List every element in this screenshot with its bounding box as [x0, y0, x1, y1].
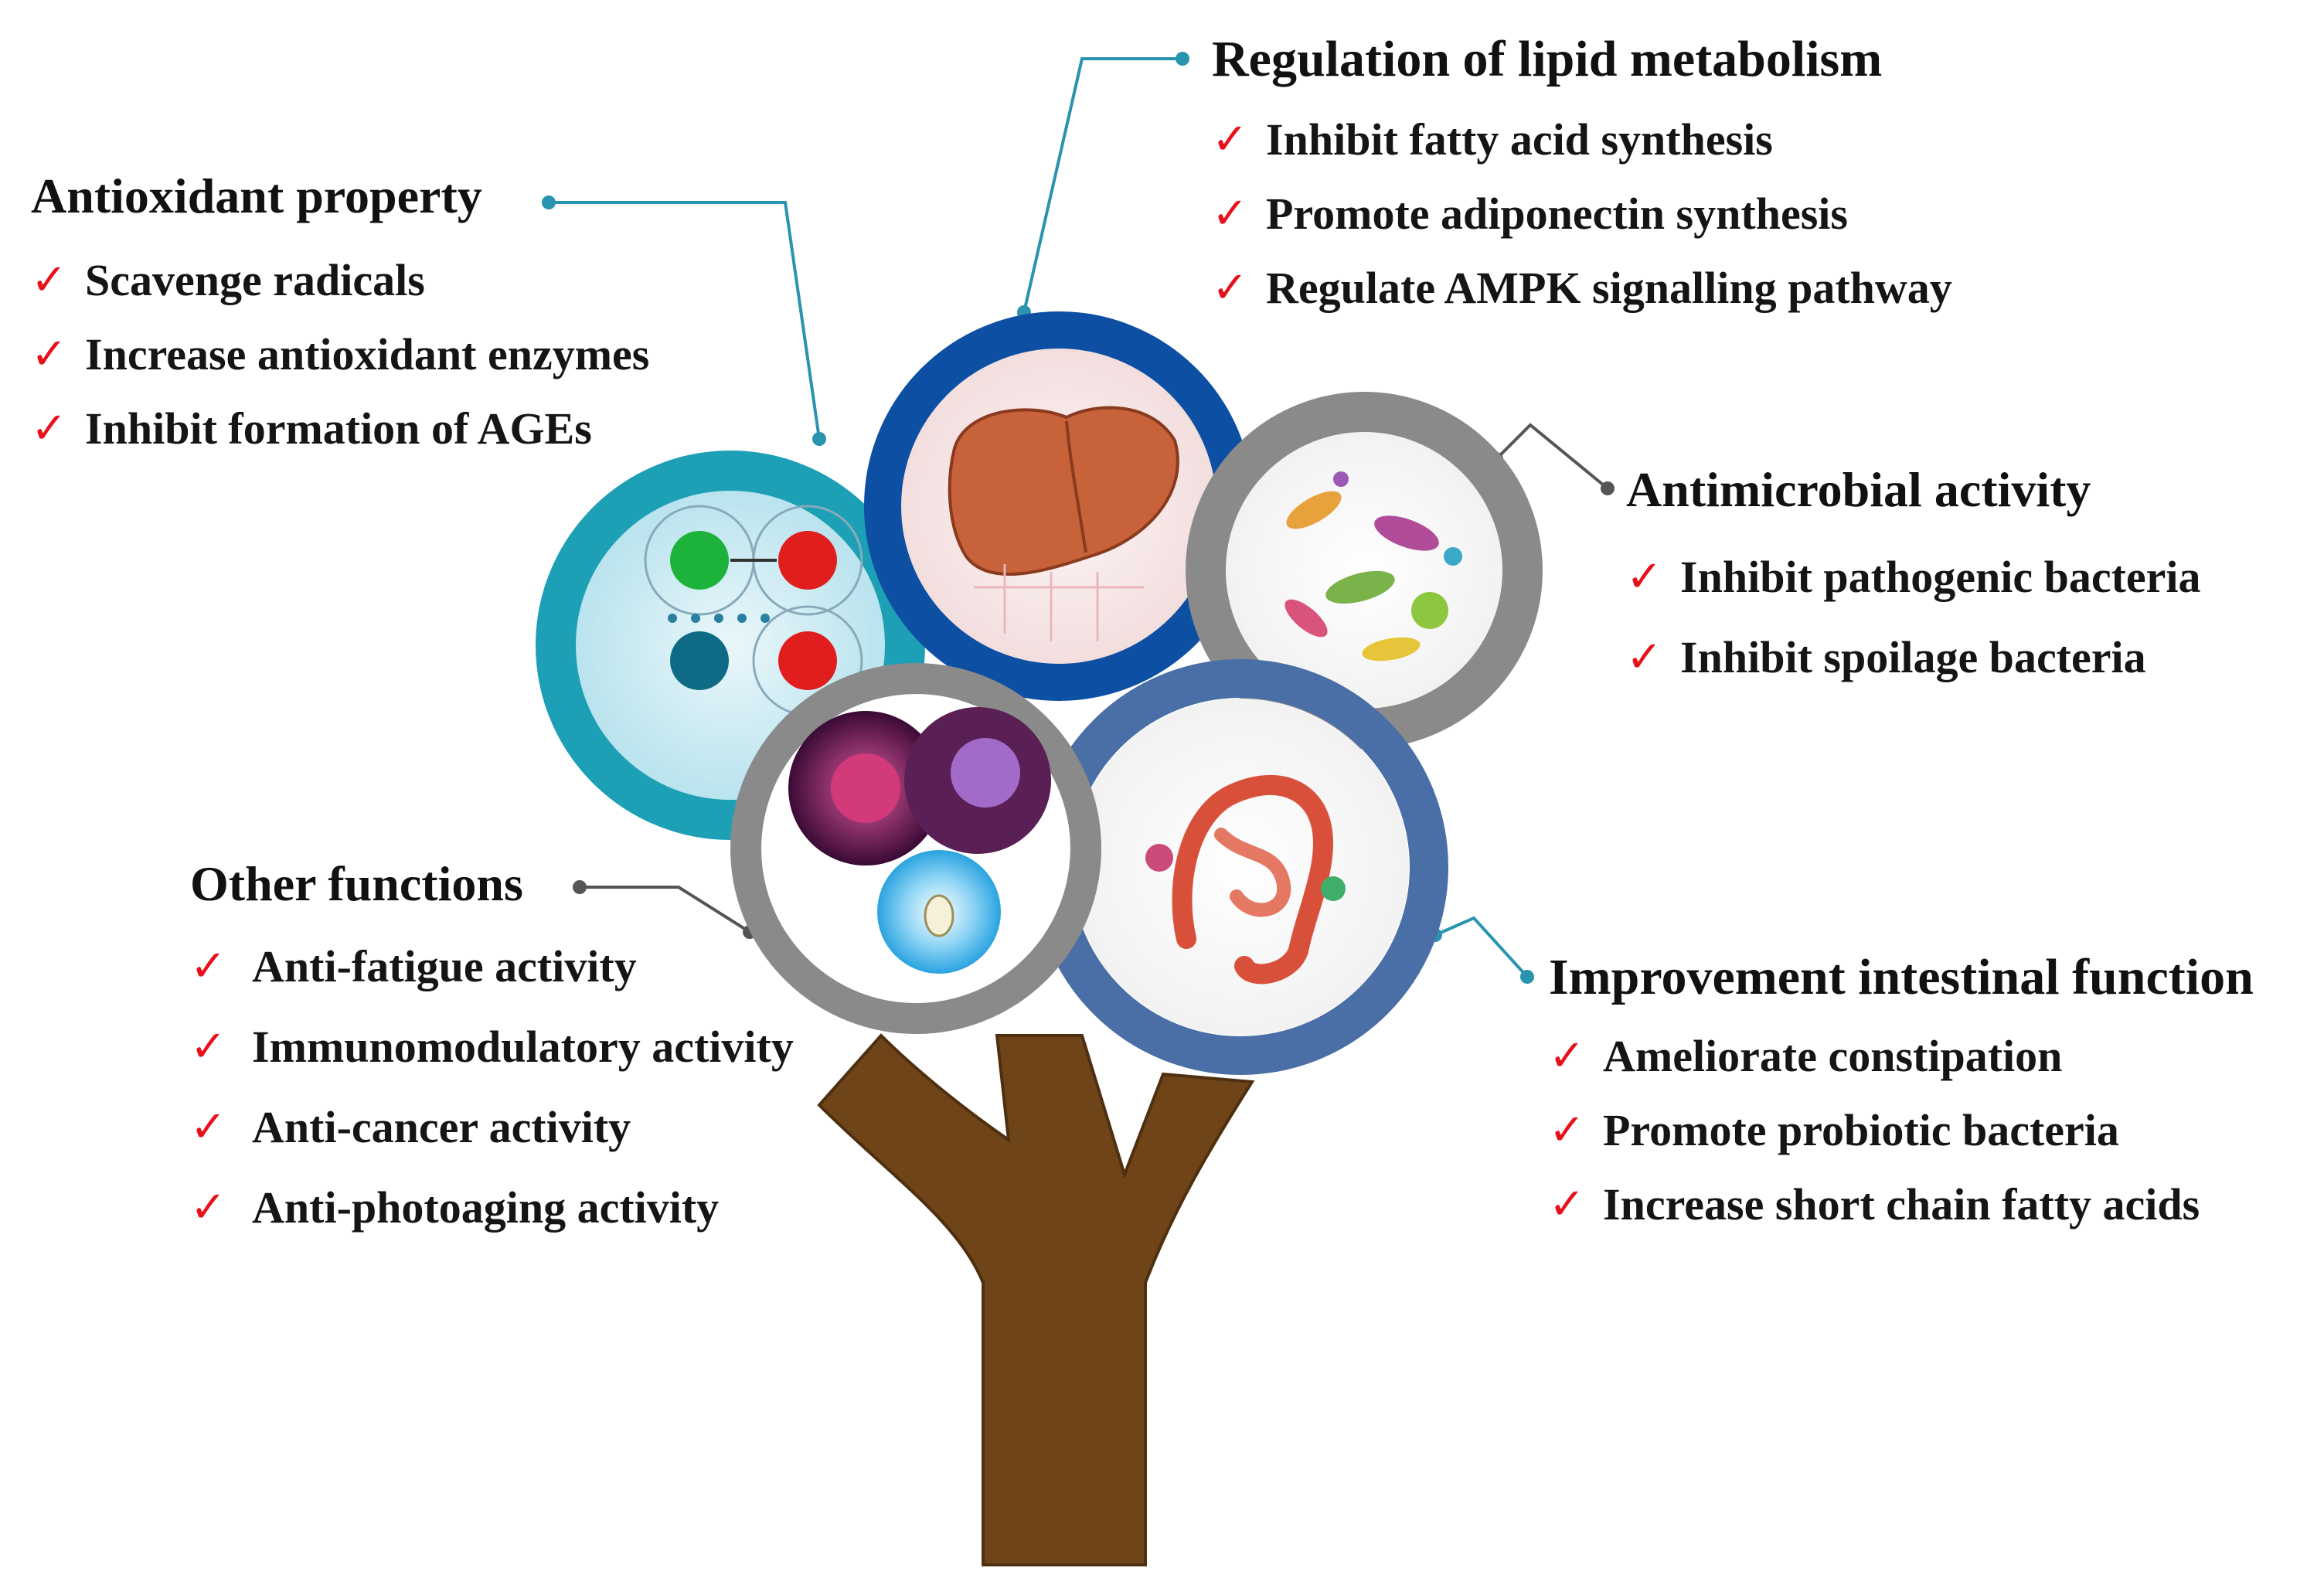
connector-antioxidant [542, 196, 826, 446]
list-item: ✓Promote probiotic bacteria [1549, 1104, 2119, 1155]
list-item: ✓Inhibit pathogenic bacteria [1626, 551, 2201, 602]
check-icon: ✓ [190, 1021, 226, 1072]
list-item: ✓Promote adiponectin synthesis [1212, 188, 1848, 239]
list-item: ✓Ameliorate constipation [1549, 1030, 2063, 1081]
antioxidant-title: Antioxidant property [31, 168, 482, 223]
check-icon: ✓ [31, 328, 67, 379]
check-icon: ✓ [190, 1101, 226, 1152]
connector-intestinal [1428, 916, 1534, 984]
antimicrobial-title: Antimicrobial activity [1626, 462, 2091, 517]
check-icon: ✓ [1212, 114, 1248, 165]
bacteria-icon [1284, 471, 1462, 661]
intestinal-title: Improvement intestinal function [1549, 949, 2254, 1005]
check-icon: ✓ [1212, 262, 1248, 313]
check-icon: ✓ [1549, 1104, 1585, 1155]
lipid-title: Regulation of lipid metabolism [1212, 31, 1883, 87]
check-icon: ✓ [1212, 188, 1248, 239]
other-title: Other functions [190, 856, 523, 911]
list-item: ✓Increase short chain fatty acids [1549, 1178, 2200, 1229]
list-item: ✓Immunomodulatory activity [190, 1021, 794, 1072]
list-item: ✓Anti-photoaging activity [190, 1182, 720, 1233]
intestinal-group: Improvement intestinal function ✓Amelior… [1549, 952, 2254, 1241]
check-icon: ✓ [1549, 1030, 1585, 1081]
check-icon: ✓ [190, 1182, 226, 1233]
list-item: ✓Increase antioxidant enzymes [31, 328, 650, 379]
intestinal-list: ✓Ameliorate constipation ✓Promote probio… [1549, 1019, 2254, 1241]
intestinal-circle [1033, 659, 1448, 1075]
check-icon: ✓ [1626, 631, 1662, 682]
list-item: ✓Inhibit fatty acid synthesis [1212, 114, 1773, 165]
molecule-radical-icon [644, 505, 863, 716]
check-icon: ✓ [1549, 1178, 1585, 1229]
lipid-list: ✓Inhibit fatty acid synthesis ✓Promote a… [1212, 102, 1952, 325]
check-icon: ✓ [1626, 551, 1662, 602]
lipid-group: Regulation of lipid metabolism ✓Inhibit … [1212, 34, 1952, 325]
check-icon: ✓ [31, 403, 67, 454]
other-circle [730, 663, 1101, 1034]
list-item: ✓Anti-cancer activity [190, 1101, 631, 1152]
virus-cell-icon [788, 707, 1051, 974]
connector-lipid [1017, 52, 1189, 319]
list-item: ✓Inhibit formation of AGEs [31, 403, 592, 454]
other-group: Other functions ✓Anti-fatigue activity ✓… [190, 859, 794, 1247]
lipid-circle [864, 311, 1254, 701]
intestine-icon [1172, 775, 1334, 985]
check-icon: ✓ [31, 254, 67, 305]
antioxidant-list: ✓Scavenge radicals ✓Increase antioxidant… [31, 243, 649, 465]
liver-icon [948, 406, 1179, 576]
check-icon: ✓ [190, 940, 226, 991]
antimicrobial-group: Antimicrobial activity ✓Inhibit pathogen… [1626, 465, 2201, 697]
antimicrobial-list: ✓Inhibit pathogenic bacteria ✓Inhibit sp… [1626, 536, 2201, 697]
antioxidant-group: Antioxidant property ✓Scavenge radicals … [31, 172, 649, 465]
other-list: ✓Anti-fatigue activity ✓Immunomodulatory… [190, 926, 794, 1247]
list-item: ✓Inhibit spoilage bacteria [1626, 631, 2146, 682]
tree-trunk [817, 1033, 1255, 1566]
list-item: ✓Scavenge radicals [31, 254, 425, 305]
list-item: ✓Regulate AMPK signalling pathway [1212, 262, 1952, 313]
list-item: ✓Anti-fatigue activity [190, 940, 637, 991]
